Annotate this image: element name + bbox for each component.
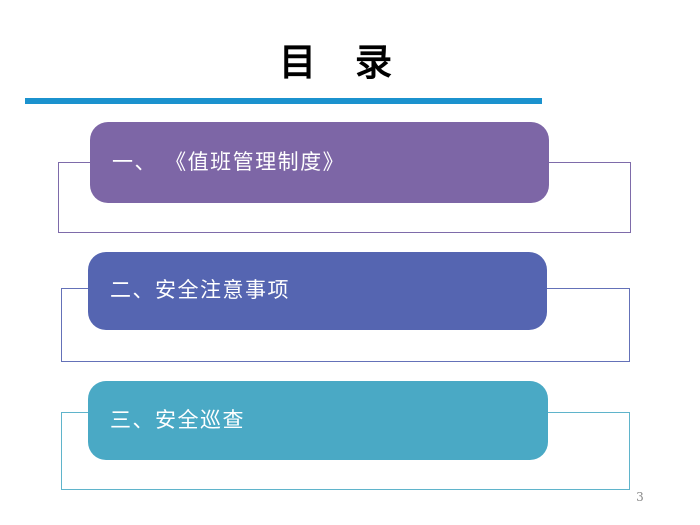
toc-item-label: 三、安全巡查: [110, 407, 245, 432]
page-number: 3: [636, 490, 644, 504]
slide-title: 目 录: [279, 42, 393, 83]
toc-item-pill[interactable]: 三、安全巡查: [88, 381, 548, 460]
toc-item-pill[interactable]: 一、 《值班管理制度》: [90, 122, 549, 203]
toc-item-pill[interactable]: 二、安全注意事项: [88, 252, 547, 330]
toc-item-label: 一、 《值班管理制度》: [112, 149, 346, 174]
toc-item-label: 二、安全注意事项: [110, 278, 290, 302]
title-underline-rule: [25, 98, 542, 104]
